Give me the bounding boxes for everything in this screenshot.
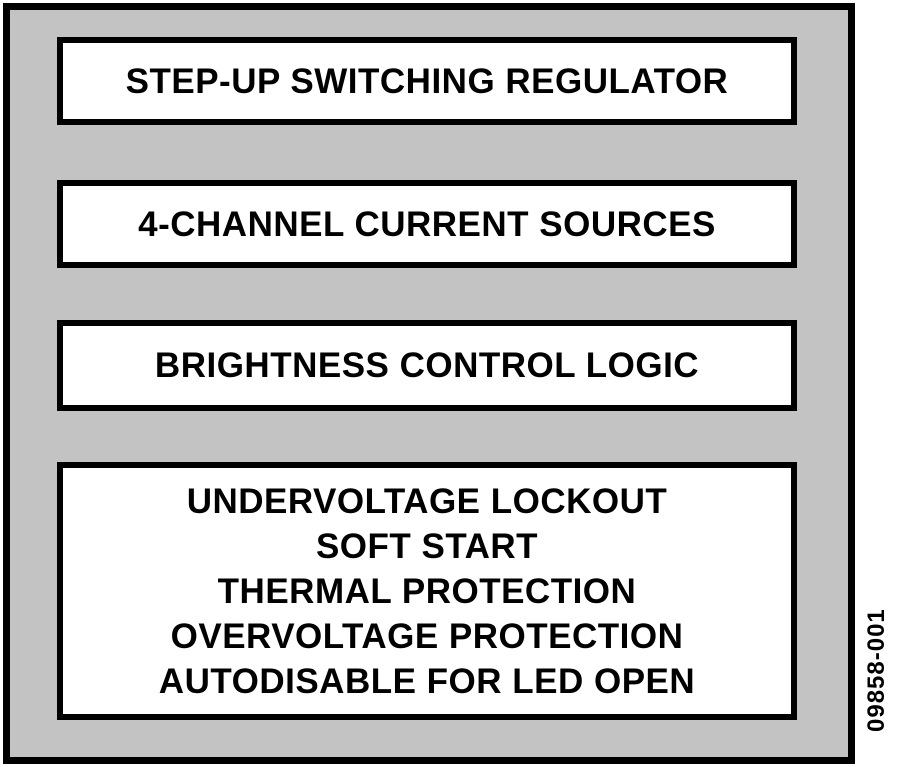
block-label-line: SOFT START [315,526,539,566]
block-label-line: AUTODISABLE FOR LED OPEN [158,661,696,701]
block-step-up-switching-regulator: STEP-UP SWITCHING REGULATOR [57,37,797,125]
block-label: BRIGHTNESS CONTROL LOGIC [154,346,700,385]
block-label-line: OVERVOLTAGE PROTECTION [170,616,684,656]
block-label-line: THERMAL PROTECTION [217,571,637,611]
figure-code: 09858-001 [863,608,890,732]
block-4-channel-current-sources: 4-CHANNEL CURRENT SOURCES [57,180,797,268]
block-label: 4-CHANNEL CURRENT SOURCES [138,204,716,244]
block-brightness-control-logic: BRIGHTNESS CONTROL LOGIC [57,320,797,411]
chip-outline: STEP-UP SWITCHING REGULATOR 4-CHANNEL CU… [3,3,855,764]
block-protection-features: UNDERVOLTAGE LOCKOUT SOFT START THERMAL … [57,462,797,720]
block-label-line: UNDERVOLTAGE LOCKOUT [186,481,668,521]
block-label: STEP-UP SWITCHING REGULATOR [125,61,729,101]
